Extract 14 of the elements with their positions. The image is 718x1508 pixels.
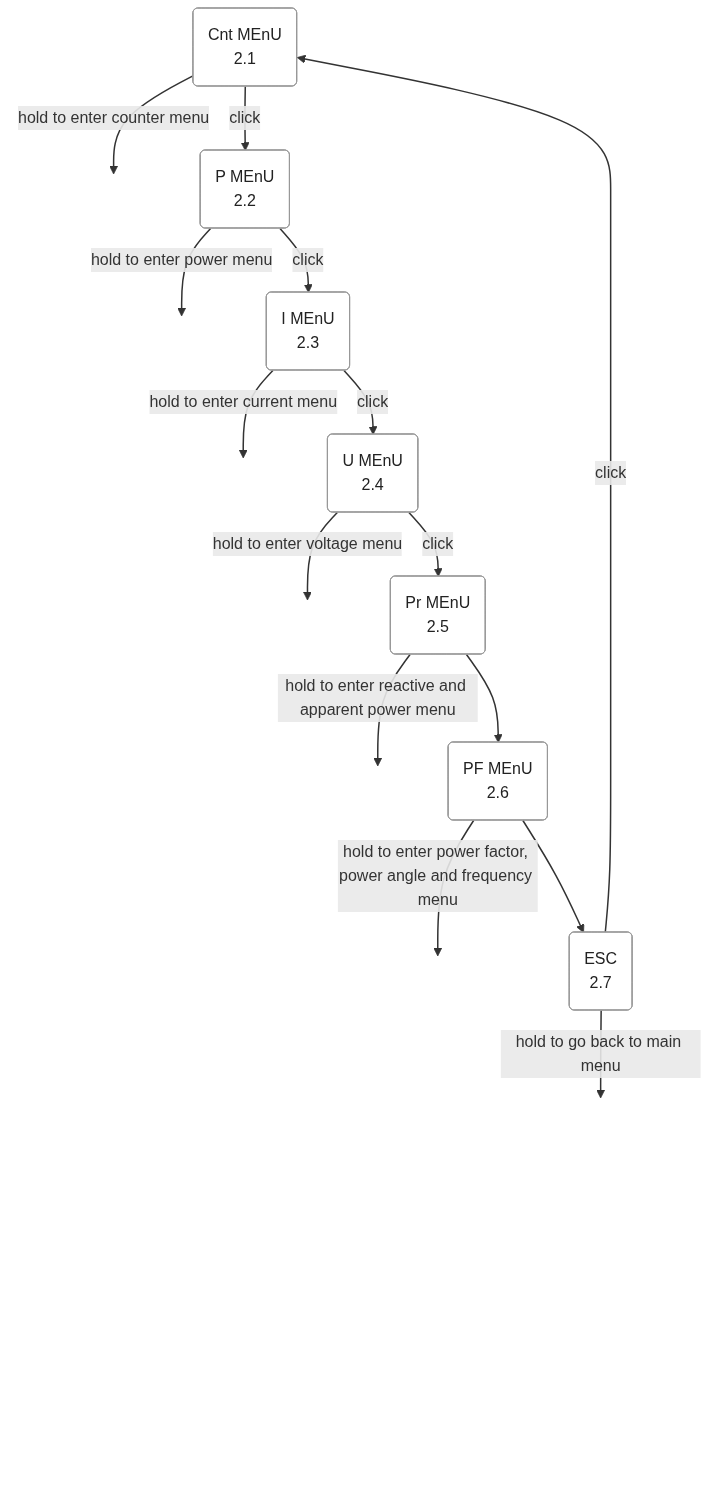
edge-label: click bbox=[228, 109, 261, 126]
edge-label: hold to enter counter menu bbox=[17, 109, 209, 126]
edge-label: click bbox=[421, 534, 453, 552]
edge-label: hold to enter reactive and apparent power menu bbox=[284, 676, 466, 718]
edge-label: click bbox=[356, 392, 388, 410]
edge-label: hold to go back to main menu bbox=[515, 1032, 681, 1074]
edge-label: click bbox=[292, 251, 324, 268]
edge-label: click bbox=[594, 463, 626, 481]
arrow bbox=[465, 653, 503, 743]
edge-label: hold to enter current menu bbox=[149, 392, 337, 410]
arrow bbox=[521, 819, 584, 933]
edge-label: hold to enter power menu bbox=[90, 251, 273, 268]
edge-label: hold to enter power factor, power angle and frequency menu bbox=[338, 842, 532, 908]
edge-label: hold to enter voltage menu bbox=[212, 534, 402, 552]
